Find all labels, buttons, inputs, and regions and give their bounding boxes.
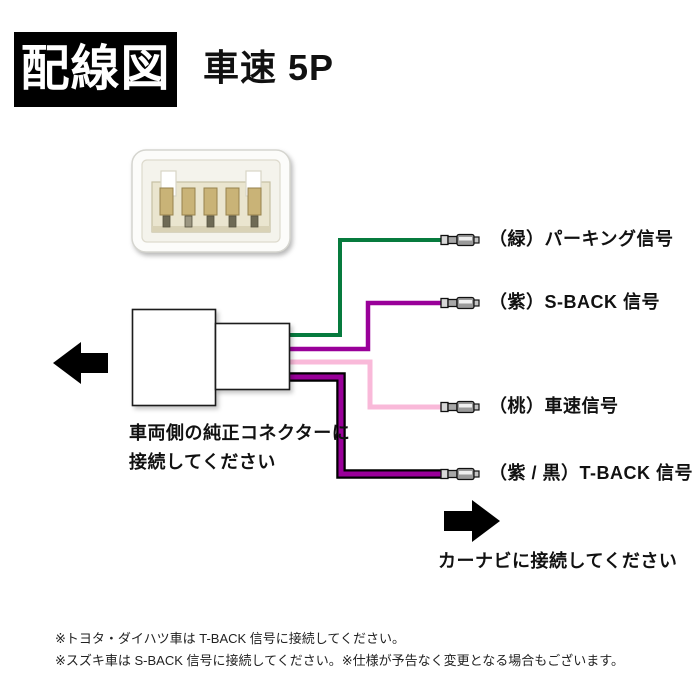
bullet-terminal-icon xyxy=(440,233,480,247)
arrow-right-icon xyxy=(444,500,500,542)
footnote-toyota-daihatsu: ※トヨタ・ダイハツ車は T-BACK 信号に接続してください。 xyxy=(55,631,406,646)
wire-s-back-signal xyxy=(285,300,443,352)
label-speed-signal: （桃）車速信号 xyxy=(489,396,619,416)
wire-speed-signal xyxy=(285,359,443,410)
navi-side-instruction: カーナビに接続してください xyxy=(438,551,678,571)
title-badge: 配線図 xyxy=(14,32,177,107)
bullet-terminal-icon xyxy=(440,467,480,481)
connector-5p-illustration xyxy=(131,149,291,253)
connector-photo xyxy=(130,148,295,265)
vehicle-connector-box xyxy=(131,308,217,407)
connector-pins xyxy=(159,187,262,228)
vehicle-side-instruction-line2: 接続してください xyxy=(129,452,276,472)
page-subtitle: 車速 5P xyxy=(203,47,335,88)
vehicle-side-instruction-line1: 車両側の純正コネクターに xyxy=(129,423,351,443)
title-badge-text: 配線図 xyxy=(20,42,171,96)
bullet-terminal-icon xyxy=(440,400,480,414)
label-parking-signal: （緑）パーキング信号 xyxy=(489,229,674,249)
footnote-suzuki: ※スズキ車は S-BACK 信号に接続してください。※仕様が予告なく変更となる場… xyxy=(55,653,624,668)
label-s-back-signal: （紫）S-BACK 信号 xyxy=(489,292,660,312)
label-t-back-signal: （紫 / 黒）T-BACK 信号 xyxy=(489,463,693,483)
wire-parking-signal xyxy=(285,238,443,337)
bullet-terminal-icon xyxy=(440,296,480,310)
harness-plug-box xyxy=(214,322,291,391)
arrow-left-icon xyxy=(53,342,108,384)
wire-t-back-signal xyxy=(285,374,443,477)
